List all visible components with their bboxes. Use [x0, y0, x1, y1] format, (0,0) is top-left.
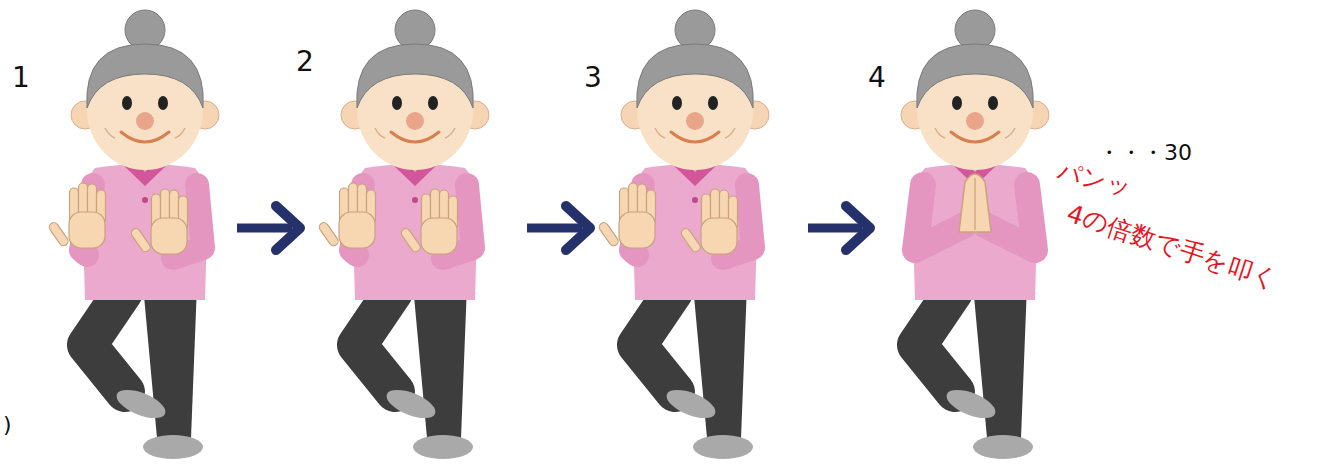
open-hand — [318, 183, 376, 248]
grandma-figure — [598, 10, 769, 459]
open-hand — [48, 183, 106, 248]
step-number: 2 — [296, 48, 314, 76]
grandma-figure — [318, 10, 489, 459]
continuation-note: ・・・30 — [1098, 142, 1192, 164]
open-hand — [680, 189, 738, 254]
step-number: 4 — [868, 64, 886, 92]
open-hand — [130, 189, 188, 254]
clap-sound: パンッ — [1055, 158, 1134, 199]
bracket-fragment: ) — [3, 414, 12, 436]
open-hand — [598, 183, 656, 248]
grandma-figure — [48, 10, 219, 459]
step-arrow — [527, 206, 590, 250]
clapping-hands — [959, 174, 991, 232]
step-arrow — [237, 206, 300, 250]
step-arrow — [808, 206, 870, 250]
step-number: 3 — [584, 64, 602, 92]
open-hand — [400, 189, 458, 254]
grandma-figure — [901, 10, 1049, 459]
instruction-note: 4の倍数で手を叩く — [1064, 201, 1281, 293]
step-number: 1 — [12, 64, 30, 92]
